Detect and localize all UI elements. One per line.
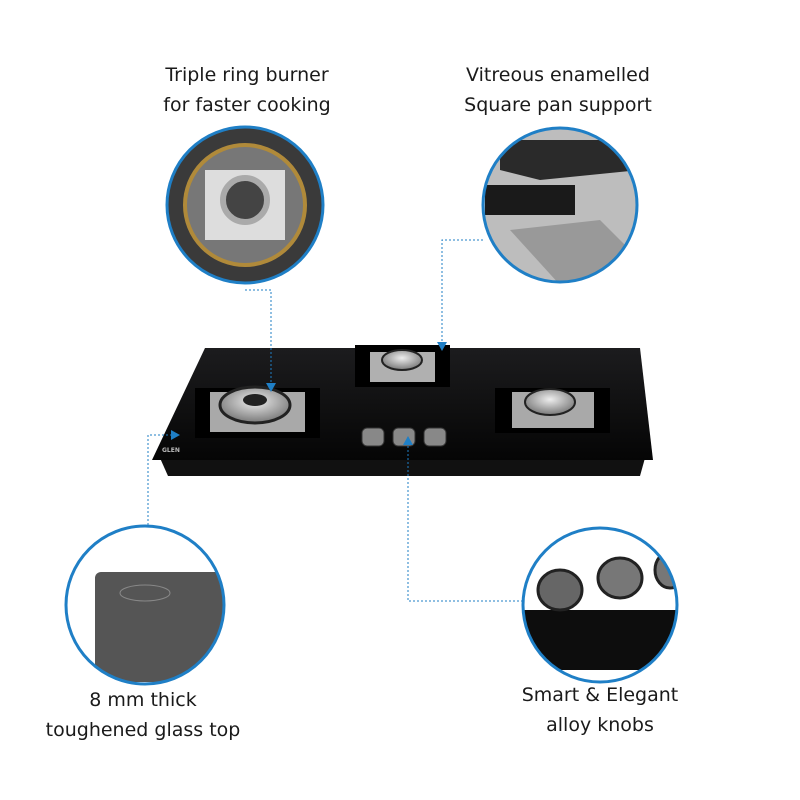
caption-line: toughened glass top [45, 719, 241, 741]
caption-knobs: Smart & Elegant alloy knobs [470, 680, 730, 740]
caption-triple-ring-burner: Triple ring burner for faster cooking [117, 60, 377, 120]
caption-line: alloy knobs [546, 714, 654, 736]
cooktop [152, 345, 653, 476]
detail-triple-ring-burner [165, 125, 325, 285]
burner-left [195, 385, 320, 438]
caption-line: Vitreous enamelled [466, 64, 650, 86]
detail-glass-top [64, 524, 226, 686]
connector-lines [147, 239, 525, 602]
caption-line: 8 mm thick [89, 689, 197, 711]
caption-line: Square pan support [464, 94, 652, 116]
caption-line: for faster cooking [163, 94, 331, 116]
arrow-markers [171, 342, 447, 445]
caption-line: Triple ring burner [165, 64, 329, 86]
brand-logo: GLEN [162, 447, 180, 454]
detail-knobs [521, 526, 679, 684]
caption-pan-support: Vitreous enamelled Square pan support [428, 60, 688, 120]
caption-glass-top: 8 mm thick toughened glass top [13, 685, 273, 745]
detail-pan-support [481, 126, 639, 284]
burner-middle [355, 345, 450, 387]
burner-right [495, 388, 610, 433]
caption-line: Smart & Elegant [521, 684, 679, 706]
